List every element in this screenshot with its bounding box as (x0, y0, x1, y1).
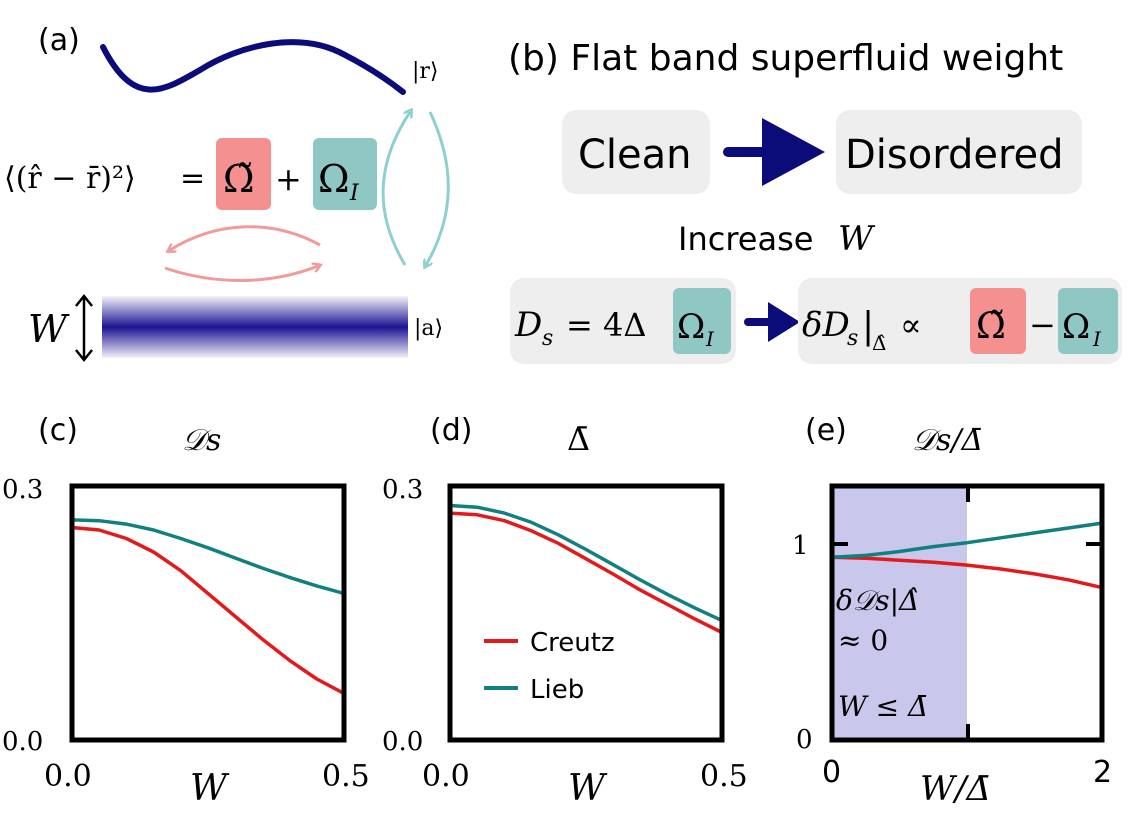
ytick-c-bottom: 0.0 (2, 727, 43, 757)
shaded-region (832, 486, 967, 740)
ytick-e-zero: 0 (796, 725, 813, 755)
panel-e-title: 𝒟s/Δ̄ (912, 423, 983, 458)
flat-band (102, 296, 408, 358)
series-line-lieb (71, 518, 345, 596)
xtick-d-right: 0.5 (700, 759, 748, 794)
ytick-c-top: 0.3 (2, 475, 43, 505)
delta-hat: Δ̂ (872, 331, 886, 355)
ds-sub: s (542, 326, 553, 351)
w-double-arrow (75, 293, 93, 363)
series-line-lieb (449, 503, 723, 623)
series-line-lieb (831, 521, 1103, 560)
ket-r-label: |r⟩ (412, 59, 439, 84)
plot-area-e (831, 521, 1103, 590)
delta-sub: s (847, 326, 858, 351)
equals-sign: = (180, 161, 205, 196)
delta-omega-i: Ω (1062, 307, 1090, 347)
series-line-creutz (831, 555, 1103, 590)
spread-lhs: ⟨(r̂ − r̄)²⟩ (4, 161, 136, 196)
plot-area-d (449, 503, 723, 635)
xlabel-d: W (568, 768, 608, 809)
delta-box (798, 278, 1122, 364)
panel-d: (d) Δ̄ 0.3 0.0 0.0 0.5 W Creutz Lieb (382, 413, 748, 809)
annotation-w-le-delta: W ≤ Δ̄ (838, 690, 928, 723)
series-line-creutz (449, 511, 723, 635)
ket-a-label: |a⟩ (414, 316, 443, 341)
panel-a-label: (a) (38, 23, 80, 58)
ds-to-delta-arrow (744, 302, 800, 342)
delta-omega-i-box (1058, 288, 1118, 354)
panel-a: (a) |r⟩ ⟨(r̂ − r̄)²⟩ = Ω̃ + Ω I |a⟩ W (4, 23, 450, 363)
panel-b: (b) Flat band superfluid weight Clean Di… (508, 38, 1122, 364)
increase-label: Increase (678, 220, 813, 258)
annotation-approx-zero: ≈ 0 (838, 624, 888, 657)
delta-omega-tilde: Ω̃ (976, 306, 1006, 347)
xtick-d-left: 0.0 (422, 759, 470, 794)
annotation-delta-ds: δ𝒟s|Δ̂ (836, 584, 919, 617)
xtick-e-left: 0 (822, 755, 841, 790)
ds-lhs: D (514, 305, 542, 345)
wavefunction-curve (100, 39, 406, 95)
omega-i-text: Ω (318, 157, 350, 201)
clean-to-disordered-arrow (723, 118, 825, 186)
plot-area-c (71, 518, 345, 695)
panel-e-label: (e) (805, 413, 847, 448)
xtick-c-left: 0.0 (44, 759, 92, 794)
w-label: W (28, 307, 70, 351)
axes-frame-d (447, 483, 725, 743)
propto-sign: ∝ (900, 306, 922, 344)
omega-i-sub: I (349, 181, 360, 206)
legend: Creutz Lieb (484, 628, 615, 705)
delta-lhs: δD (802, 305, 850, 345)
panel-c-label: (c) (38, 413, 78, 448)
xtick-c-right: 0.5 (322, 759, 370, 794)
ds-omega: Ω (677, 307, 705, 347)
panel-e: (e) 𝒟s/Δ̄ 1 0 0 2 W/Δ̄ δ𝒟s|Δ̂ ≈ 0 W ≤ Δ̄ (792, 413, 1112, 809)
clean-box (562, 110, 710, 194)
teal-arrow-right (426, 111, 450, 265)
ds-omega-sub: I (705, 327, 715, 351)
disordered-box (836, 110, 1082, 194)
ds-omega-box (673, 288, 731, 354)
panel-d-label: (d) (430, 413, 472, 448)
ytick-e-one: 1 (792, 531, 809, 561)
pink-arrow-top (170, 225, 321, 250)
increase-var: W (838, 219, 876, 259)
delta-bar: | (862, 306, 874, 347)
teal-arrow-left (381, 112, 410, 266)
ytick-d-bottom: 0.0 (382, 727, 423, 757)
xlabel-c: W (190, 768, 230, 809)
omega-tilde-text: Ω̃ (223, 157, 255, 201)
omega-tilde-box (216, 138, 271, 210)
clean-label: Clean (578, 132, 692, 178)
pink-arrow-bottom (164, 266, 318, 282)
ds-rhs: = 4Δ (566, 306, 646, 344)
series-line-creutz (71, 525, 345, 695)
xtick-e-right: 2 (1093, 755, 1112, 790)
axes-frame-c (69, 483, 347, 743)
delta-omega-i-sub: I (1092, 327, 1102, 351)
panel-c: (c) 𝒟s 0.3 0.0 0.0 0.5 W (2, 413, 370, 809)
ticks-e (832, 486, 1102, 740)
panel-d-title: Δ̄ (567, 420, 590, 458)
plus-sign: + (275, 160, 302, 198)
panel-c-title: 𝒟s (182, 423, 221, 458)
ytick-d-top: 0.3 (382, 475, 423, 505)
xlabel-e: W/Δ̄ (920, 769, 991, 809)
delta-omega-tilde-box (970, 288, 1026, 354)
legend-label-lieb: Lieb (530, 675, 584, 705)
disordered-label: Disordered (845, 132, 1064, 178)
legend-label-creutz: Creutz (530, 628, 615, 658)
panel-b-title: (b) Flat band superfluid weight (508, 38, 1063, 79)
minus-sign: − (1029, 306, 1056, 344)
omega-i-box (313, 138, 377, 210)
